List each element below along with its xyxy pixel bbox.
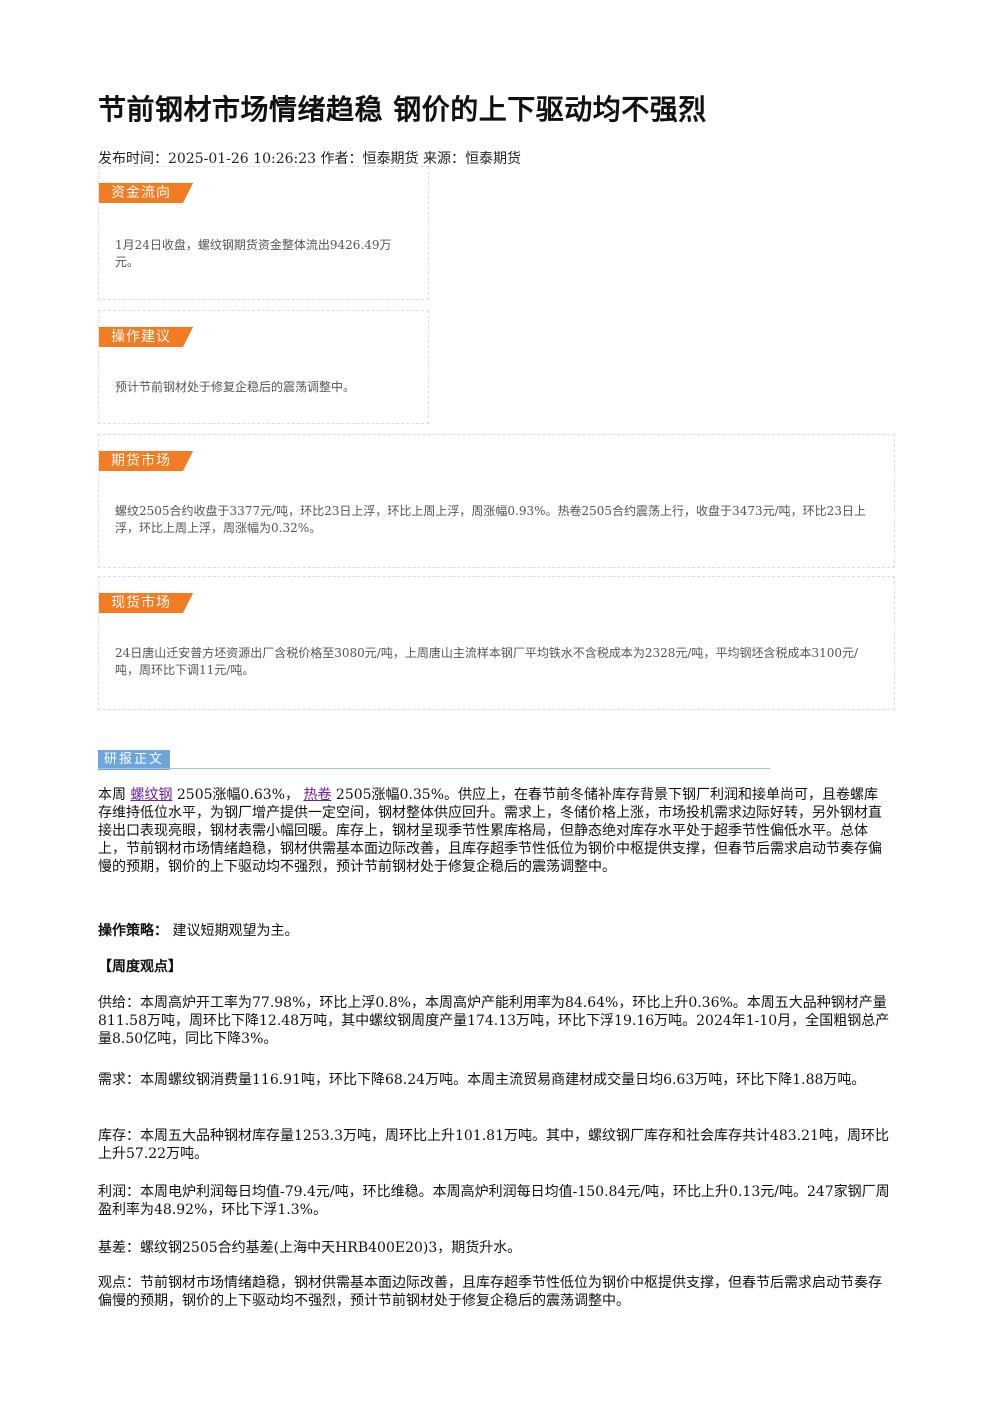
demand-paragraph: 需求：本周螺纹钢消费量116.91吨，环比下降68.24万吨。本周主流贸易商建材…: [98, 1071, 890, 1089]
demand-text: 需求：本周螺纹钢消费量116.91吨，环比下降68.24万吨。本周主流贸易商建材…: [98, 1072, 866, 1088]
intro-prefix: 本周: [98, 787, 131, 803]
spot-market-text: 24日唐山迁安普方坯资源出厂含税价格至3080元/吨，上周唐山主流样本钢厂平均铁…: [115, 646, 859, 677]
fund-flow-text: 1月24日收盘，螺纹钢期货资金整体流出9426.49万元。: [115, 238, 392, 269]
strategy-text: 建议短期观望为主。: [168, 923, 299, 939]
fund-flow-card: 资金流向 1月24日收盘，螺纹钢期货资金整体流出9426.49万元。: [98, 166, 429, 300]
rebar-link[interactable]: 螺纹钢: [130, 787, 173, 803]
basis-text: 基差：螺纹钢2505合约基差(上海中天HRB400E20)3，期货升水。: [98, 1240, 522, 1256]
inventory-text: 库存：本周五大品种钢材库存量1253.3万吨，周环比上升101.81万吨。其中，…: [98, 1128, 889, 1162]
inventory-paragraph: 库存：本周五大品种钢材库存量1253.3万吨，周环比上升101.81万吨。其中，…: [98, 1127, 890, 1163]
strategy-label: 操作策略：: [98, 923, 168, 939]
fund-flow-tag: 资金流向: [99, 183, 193, 203]
supply-paragraph: 供给：本周高炉开工率为77.98%，环比上浮0.8%，本周高炉产能利用率为84.…: [98, 994, 890, 1048]
futures-market-card: 期货市场 螺纹2505合约收盘于3377元/吨，环比23日上浮，环比上周上浮，周…: [98, 434, 895, 568]
view-paragraph: 观点：节前钢材市场情绪趋稳，钢材供需基本面边际改善，且库存超季节性低位为钢价中枢…: [98, 1274, 890, 1310]
supply-text: 供给：本周高炉开工率为77.98%，环比上浮0.8%，本周高炉产能利用率为84.…: [98, 995, 890, 1047]
hot-coil-link[interactable]: 热卷: [303, 787, 332, 803]
spot-market-card: 现货市场 24日唐山迁安普方坯资源出厂含税价格至3080元/吨，上周唐山主流样本…: [98, 576, 895, 710]
futures-market-tag: 期货市场: [99, 451, 193, 471]
article-meta: 发布时间：2025-01-26 10:26:23 作者：恒泰期货 来源：恒泰期货: [98, 151, 521, 167]
strategy-paragraph: 操作策略： 建议短期观望为主。: [98, 922, 890, 940]
advice-text: 预计节前钢材处于修复企稳后的震荡调整中。: [115, 380, 356, 394]
section-divider: [98, 768, 770, 769]
view-text: 观点：节前钢材市场情绪趋稳，钢材供需基本面边际改善，且库存超季节性低位为钢价中枢…: [98, 1275, 882, 1309]
intro-mid: 2505涨幅0.63%，: [172, 787, 304, 803]
spot-market-tag: 现货市场: [99, 593, 193, 613]
futures-market-text: 螺纹2505合约收盘于3377元/吨，环比23日上浮，环比上周上浮，周涨幅0.9…: [115, 504, 866, 535]
advice-card: 操作建议 预计节前钢材处于修复企稳后的震荡调整中。: [98, 310, 429, 424]
report-section-label: 研报正文: [98, 750, 171, 770]
weekly-heading-text: 【周度观点】: [98, 959, 182, 975]
page-title: 节前钢材市场情绪趋稳 钢价的上下驱动均不强烈: [98, 93, 707, 126]
intro-rest: 2505涨幅0.35%。供应上，在春节前冬储补库存背景下钢厂利润和接单尚可，且卷…: [98, 787, 882, 875]
weekly-view-heading: 【周度观点】: [98, 958, 890, 976]
basis-paragraph: 基差：螺纹钢2505合约基差(上海中天HRB400E20)3，期货升水。: [98, 1239, 890, 1257]
advice-tag: 操作建议: [99, 327, 193, 347]
profit-paragraph: 利润：本周电炉利润每日均值-79.4元/吨，环比维稳。本周高炉利润每日均值-15…: [98, 1183, 890, 1219]
profit-text: 利润：本周电炉利润每日均值-79.4元/吨，环比维稳。本周高炉利润每日均值-15…: [98, 1184, 890, 1218]
report-intro-paragraph: 本周 螺纹钢 2505涨幅0.63%， 热卷 2505涨幅0.35%。供应上，在…: [98, 786, 890, 876]
